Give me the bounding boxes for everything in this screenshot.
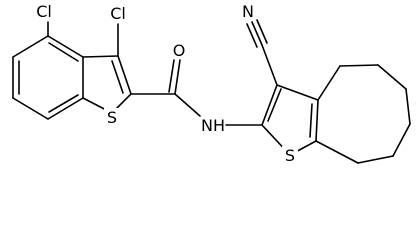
atom-label-cl-left: Cl (36, 2, 52, 21)
bond (315, 140, 359, 164)
bond-c-n (174, 93, 201, 117)
bond (12, 97, 49, 120)
benzothiophene-thiophene-ring (82, 55, 132, 114)
atom-label-s-thiophene: S (285, 146, 295, 165)
bond (315, 99, 319, 142)
bond-triple (251, 21, 263, 46)
bond-c-cn (261, 44, 278, 86)
bond (82, 55, 119, 58)
cyclooctane-ring (315, 64, 411, 164)
bond (117, 55, 132, 95)
bond (47, 97, 84, 120)
atom-label-cl-right: Cl (110, 4, 126, 23)
bond (111, 60, 124, 94)
bond (48, 42, 79, 62)
atom-label-nh: NH (201, 116, 225, 135)
bond (339, 64, 379, 67)
bond (276, 84, 319, 101)
atom-label-n: N (242, 2, 254, 21)
molecule-structure: Cl Cl O S NH S N (12, 2, 411, 165)
thiophene-ring (261, 84, 319, 156)
atom-label-o: O (173, 41, 186, 60)
bond-triple (246, 23, 258, 48)
bond (377, 64, 407, 90)
benzene-ring (12, 35, 84, 120)
bond (47, 35, 84, 58)
bond (317, 65, 341, 101)
bond-carbonyl (174, 59, 181, 95)
bond-carbonyl (168, 59, 175, 93)
bond (267, 88, 282, 122)
bond (12, 35, 49, 58)
label-background (104, 108, 120, 126)
bond (48, 94, 79, 113)
bond (392, 123, 411, 157)
bond (309, 103, 313, 138)
bond (261, 84, 278, 126)
bond (357, 155, 394, 164)
bond (405, 88, 411, 125)
label-background (282, 146, 298, 164)
bond-triple (256, 19, 268, 44)
atom-label-s-benzothiophene: S (107, 108, 117, 127)
